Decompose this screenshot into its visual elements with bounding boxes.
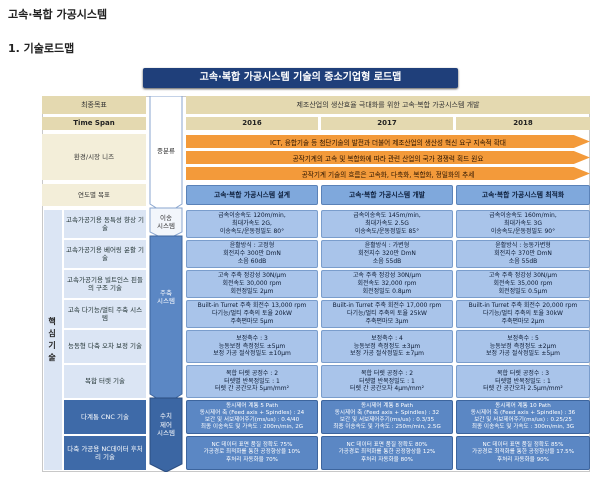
core-tech-label: 핵 심 기 술 xyxy=(44,210,62,470)
yearly-goal-2016: 고속·복합 가공시스템 설계 xyxy=(186,185,318,205)
tech-row-label: 능동형 다축 오차 보정 기술 xyxy=(64,330,146,363)
tech-row-cell: 고속 주축 정강성 30N/μm 회전속도 32,000 rpm 회전정밀도 0… xyxy=(321,270,453,298)
year-2018: 2018 xyxy=(456,117,590,130)
tech-row-cell: NC 데이터 표면 품질 정확도 80% 가공경로 최적화를 통한 공정향상율 … xyxy=(321,436,453,470)
env-need-2: 공작기계의 고속 및 복합화에 따라 관련 산업의 국가 경쟁력 획드 원요 xyxy=(186,151,590,164)
tech-row-cell: 보정축수 : 3 능동보정 측정정도 ±5μm 보정 가공 절삭정밀도 ±10μ… xyxy=(186,330,318,363)
tech-row-cell: NC 데이터 표면 품질 정확도 85% 가공경로 최적화를 통한 공정향상율 … xyxy=(456,436,590,470)
tech-row-label: 다축 가공용 NC데이터 후처리 기술 xyxy=(64,436,146,470)
tech-row-cell: 급속이송속도 145m/min, 최대가속도 2.5G 이송속도/운동정밀도 8… xyxy=(321,210,453,238)
tech-row-cell: 급속이송속도 160m/min, 최대가속도 3G 이송속도/운동정밀도 90° xyxy=(456,210,590,238)
stage-suchi-label: 수치 제어 시스템 xyxy=(157,412,175,438)
tech-row-label: 고속가공기용 동특성 향상 기술 xyxy=(64,210,146,238)
tech-row-cell: 윤활방식 : 가변형 회전지수 320만 DmN 소음 55dB xyxy=(321,240,453,268)
time-span-label: Time Span xyxy=(42,117,146,130)
stage-ison-label: 이송 시스템 xyxy=(157,213,175,230)
roadmap-banner: 고속·복합 가공시스템 기술의 중소기업형 로드맵 xyxy=(143,68,458,88)
tech-row-cell: 복합 터렛 공정수 : 2 터렛별 반복정밀도 : 1 터렛 간 공간오차 5μ… xyxy=(186,365,318,398)
final-goal-text: 제조산업의 생산효율 극대화를 위한 고속·복합 가공시스템 개발 xyxy=(186,96,590,114)
tech-row-cell: 급속이송속도 120m/min, 최대가속도 2G, 이송속도/운동정밀도 80… xyxy=(186,210,318,238)
tech-row-cell: 윤활방식 : 고정형 회전지수 300만 DmN 소음 60dB xyxy=(186,240,318,268)
yearly-goals-label: 연도별 목표 xyxy=(42,184,146,206)
tech-row-cell: 보정축수 : 5 능동보정 측정정도 ±2μm 보정 가공 절삭정밀도 ±5μm xyxy=(456,330,590,363)
tech-row-cell: NC 데이터 표면 품질 정확도 75% 가공경로 최적화를 통한 공정향상율 … xyxy=(186,436,318,470)
tech-row-cell: 고속 주축 정강성 30N/μm 회전속도 35,000 rpm 회전정밀도 0… xyxy=(456,270,590,298)
stage-arrow-column xyxy=(149,96,183,472)
tech-row-label: 고속가공기용 베어링 윤활 기술 xyxy=(64,240,146,268)
stage-top-label: 중분류 xyxy=(157,146,175,155)
document-title: 고속·복합 가공시스템 xyxy=(8,8,108,21)
core-tech-text: 핵 심 기 술 xyxy=(48,317,58,362)
year-2016: 2016 xyxy=(186,117,318,130)
tech-row-cell: 복합 터렛 공정수 : 3 터렛별 반복정밀도 : 1 터렛 간 공간오차 2.… xyxy=(456,365,590,398)
tech-row-label: 고속 다기능/멀티 주축 시스템 xyxy=(64,300,146,328)
tech-row-label: 복합 터렛 기술 xyxy=(64,365,146,398)
tech-row-cell: 윤활방식 : 능동가변형 회전지수 370만 DmN 소음 55dB xyxy=(456,240,590,268)
yearly-goal-2017: 고속·복합 가공시스템 개발 xyxy=(321,185,453,205)
tech-row-cell: Built-in Turret 주축 회전수 17,000 rpm 다기능/멀티… xyxy=(321,300,453,328)
tech-row-cell: 동시제어 계통 5 Path 동시제어 축 (Feed axis + Spind… xyxy=(186,400,318,434)
env-need-1: ICT, 융합기술 등 첨단기술의 발전과 더불어 제조산업의 생산성 혁신 요… xyxy=(186,135,590,148)
tech-row-cell: 고속 주축 정강성 30N/μm 회전속도 30,000 rpm 회전정밀도 2… xyxy=(186,270,318,298)
section-title: 1. 기술로드맵 xyxy=(8,42,75,55)
tech-row-cell: 동시제어 계통 8 Path 동시제어 축 (Feed axis + Spind… xyxy=(321,400,453,434)
stage-jucheuk-label: 주축 시스템 xyxy=(157,288,175,305)
env-needs-label: 환경/시장 니즈 xyxy=(42,134,146,180)
tech-row-label: 다계통 CNC 기술 xyxy=(64,400,146,434)
year-2017: 2017 xyxy=(321,117,453,130)
tech-row-cell: Built-in Turret 주축 회전수 13,000 rpm 다기능/멀티… xyxy=(186,300,318,328)
tech-row-cell: 복합 터렛 공정수 : 2 터렛별 반복정밀도 : 1 터렛 간 공간오차 4μ… xyxy=(321,365,453,398)
tech-row-cell: 동시제어 계통 10 Path 동시제어 축 (Feed axis + Spin… xyxy=(456,400,590,434)
final-goal-label: 최종목표 xyxy=(42,96,146,114)
yearly-goal-2018: 고속·복합 가공시스템 최적화 xyxy=(456,185,590,205)
env-need-3: 공작기계 기술의 흐름은 고속화, 다축화, 복합화, 정밀화의 추세 xyxy=(186,167,590,180)
tech-row-cell: 보정축수 : 4 능동보정 측정정도 ±3μm 보정 가공 절삭정밀도 ±7μm xyxy=(321,330,453,363)
tech-row-cell: Built-in Turret 주축 회전수 20,000 rpm 다기능/멀티… xyxy=(456,300,590,328)
tech-row-label: 고속가공기용 빌트인스 핀들의 구조 기술 xyxy=(64,270,146,298)
